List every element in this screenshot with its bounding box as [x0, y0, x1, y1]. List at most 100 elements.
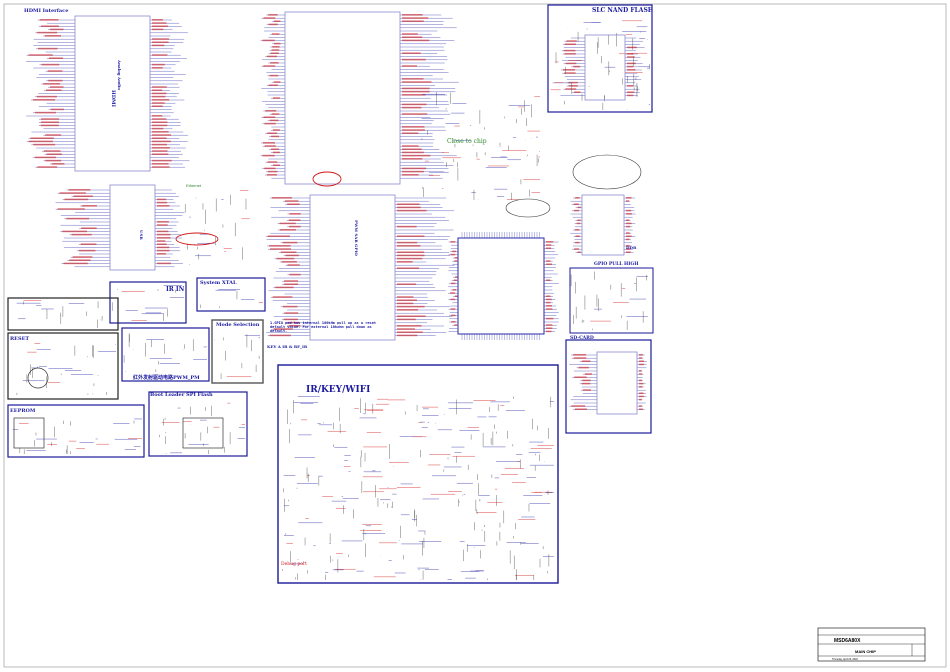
net-label — [263, 17, 276, 19]
ir-in-title: IR IN — [166, 286, 185, 293]
net-label — [397, 331, 423, 333]
highlight-ellipse — [505, 198, 551, 218]
net-label — [450, 298, 456, 301]
net-label — [51, 163, 65, 165]
gpio-pull-title: GPIO PULL HIGH — [594, 261, 639, 267]
net-label — [453, 279, 457, 281]
net-label — [152, 163, 169, 165]
net-label — [269, 74, 279, 77]
net-label — [397, 302, 414, 305]
net-label — [81, 227, 97, 229]
net-label — [574, 229, 580, 231]
net-label — [639, 398, 642, 401]
net-label — [397, 241, 418, 244]
net-label — [68, 189, 91, 191]
net-label — [397, 267, 420, 269]
net-label — [272, 164, 280, 166]
net-label — [397, 283, 417, 285]
net-label — [402, 81, 432, 83]
net-label — [152, 134, 172, 136]
ethernet-label: Ethernet — [186, 183, 202, 188]
net-label — [626, 225, 631, 228]
rf-chip — [581, 194, 625, 256]
eeprom-frame — [7, 404, 145, 458]
net-label — [397, 257, 423, 260]
net-label — [568, 85, 578, 87]
net-label — [44, 35, 61, 37]
net-label — [575, 241, 580, 244]
net-label — [287, 321, 300, 324]
net-label — [287, 203, 300, 205]
mode-selection-title: Mode Selection — [216, 322, 260, 328]
net-label — [152, 150, 168, 152]
net-label — [272, 296, 293, 298]
net-label — [43, 150, 61, 152]
net-label — [270, 62, 279, 64]
net-label — [577, 251, 581, 253]
net-label — [546, 324, 553, 326]
net-label — [157, 240, 166, 242]
net-label — [39, 19, 59, 21]
net-label — [43, 83, 61, 85]
net-label — [157, 262, 171, 265]
net-label — [402, 129, 425, 131]
net-label — [546, 301, 551, 304]
net-label — [402, 158, 423, 160]
net-label — [274, 42, 281, 45]
net-label — [282, 241, 298, 244]
spi-flash-chip — [182, 417, 224, 449]
net-label — [157, 201, 168, 204]
net-label — [627, 46, 637, 49]
gpio-pull-frame — [569, 267, 654, 334]
net-label — [272, 97, 280, 99]
pwm-frame — [121, 327, 210, 382]
net-label — [62, 230, 88, 233]
net-label — [627, 91, 635, 93]
project-name: MSD6A80X — [834, 638, 861, 644]
net-label — [627, 56, 635, 58]
net-label — [66, 217, 90, 220]
net-label — [152, 102, 165, 104]
net-label — [546, 317, 554, 320]
net-label — [402, 14, 423, 16]
net-label — [582, 389, 591, 391]
net-label — [269, 245, 291, 247]
net-label — [152, 22, 167, 24]
net-label — [402, 20, 424, 22]
ddr-chip — [457, 237, 545, 335]
net-label — [263, 65, 276, 67]
net-label — [546, 305, 552, 307]
sheet-title: MAIN CHIP — [855, 649, 876, 654]
net-label — [450, 282, 456, 285]
net-label — [402, 167, 427, 170]
net-label — [152, 131, 169, 133]
net-label — [63, 262, 88, 265]
net-label — [45, 134, 62, 136]
net-label — [80, 243, 97, 245]
hdmi-chip-label: HDMI — [110, 90, 116, 108]
net-label — [269, 119, 279, 122]
net-label — [152, 28, 164, 31]
power-frame — [7, 297, 119, 331]
net-label — [152, 41, 169, 43]
usb-label: USB — [139, 230, 144, 240]
net-label — [639, 405, 642, 407]
net-label — [576, 222, 581, 225]
net-label — [152, 95, 166, 98]
net-label — [152, 67, 163, 69]
key-label: KEY A IR & RF_IR — [267, 344, 308, 349]
net-label — [152, 54, 168, 56]
net-label — [639, 354, 643, 356]
net-label — [281, 261, 297, 263]
net-label — [57, 208, 85, 210]
net-label — [574, 376, 587, 378]
net-label — [546, 295, 551, 297]
net-label — [267, 235, 290, 237]
net-label — [639, 392, 644, 394]
net-label — [402, 78, 424, 80]
net-label — [575, 235, 580, 237]
net-label — [639, 373, 643, 375]
net-label — [152, 118, 167, 120]
net-label — [397, 334, 418, 337]
net-label — [402, 90, 430, 93]
